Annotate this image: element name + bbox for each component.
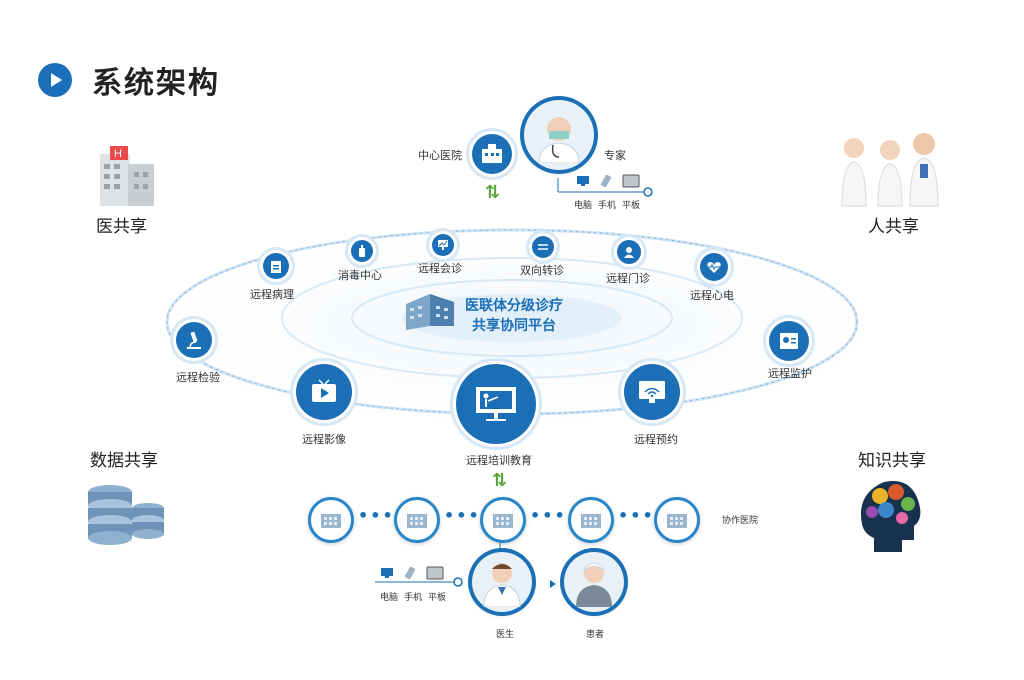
user-icon	[624, 247, 634, 258]
device-label-tablet: 平板	[428, 593, 447, 603]
doctor-icon	[538, 117, 580, 163]
pathology-node[interactable]	[263, 253, 289, 279]
hospital-icon	[482, 144, 502, 163]
medical-staff-icon	[841, 133, 939, 207]
device-label-phone: 手机	[598, 201, 617, 211]
monitor-chart-icon	[438, 240, 448, 250]
id-card-icon	[780, 333, 798, 349]
expert-avatar[interactable]	[524, 100, 594, 170]
computer-icon	[381, 568, 393, 578]
clipboard-icon	[271, 261, 281, 273]
label-partner-hospital: 协作医院	[722, 516, 759, 526]
label-imaging: 远程影像	[302, 433, 346, 446]
consultation-node[interactable]	[432, 234, 454, 256]
appointment-node[interactable]	[624, 364, 680, 420]
device-label-computer: 电脑	[380, 593, 399, 603]
doctor-avatar[interactable]	[472, 552, 532, 612]
bottom-device-labels: 电脑 手机 平板	[380, 590, 446, 603]
section-header: 系统架构	[38, 58, 220, 102]
label-patient: 患者	[586, 630, 605, 640]
building-icon	[493, 514, 513, 528]
sync-arrows-bottom-icon: ⇅	[492, 470, 508, 491]
phone-icon	[600, 175, 612, 187]
svg-text:H: H	[114, 148, 122, 160]
device-label-tablet: 平板	[622, 201, 641, 211]
partner-hospital-3[interactable]	[480, 497, 526, 543]
connector-dots: •••	[358, 506, 395, 525]
computer-icon	[577, 176, 589, 186]
brain-head-icon	[860, 481, 921, 552]
swap-arrows-icon	[538, 244, 548, 250]
imaging-node[interactable]	[296, 364, 352, 420]
lab-node[interactable]	[176, 322, 212, 358]
label-outpatient: 远程门诊	[606, 272, 650, 285]
phone-icon	[404, 567, 416, 579]
microscope-icon	[187, 331, 201, 349]
label-consultation: 远程会诊	[418, 262, 462, 275]
label-expert: 专家	[604, 149, 626, 162]
disinfection-node[interactable]	[351, 240, 373, 262]
wifi-monitor-icon	[639, 381, 665, 403]
training-node[interactable]	[456, 364, 536, 444]
label-appointment: 远程预约	[634, 433, 678, 446]
partner-hospital-2[interactable]	[394, 497, 440, 543]
partner-hospital-5[interactable]	[654, 497, 700, 543]
patient-avatar[interactable]	[564, 552, 624, 612]
platform-title-line2: 共享协同平台	[472, 318, 556, 334]
page-title: 系统架构	[92, 66, 220, 101]
connector-dots: •••	[444, 506, 481, 525]
device-label-phone: 手机	[404, 593, 423, 603]
bottom-device-icons	[380, 566, 444, 580]
label-monitoring: 远程监护	[768, 367, 812, 380]
ecg-node[interactable]	[700, 253, 728, 281]
label-data-share: 数据共享	[90, 451, 158, 471]
play-icon	[38, 63, 72, 97]
referral-node[interactable]	[532, 236, 554, 258]
label-medical-share: 医共享	[96, 217, 147, 237]
connector-dots: •••	[618, 506, 655, 525]
top-device-labels: 电脑 手机 平板	[574, 198, 640, 211]
label-knowledge-share: 知识共享	[858, 451, 926, 471]
label-people-share: 人共享	[868, 217, 919, 237]
platform-title-line1: 医联体分级诊疗	[465, 298, 563, 314]
partner-hospital-1[interactable]	[308, 497, 354, 543]
outpatient-node[interactable]	[617, 240, 641, 264]
label-pathology: 远程病理	[250, 288, 294, 301]
tablet-icon	[622, 174, 640, 188]
patient-icon	[576, 562, 612, 607]
label-disinfection: 消毒中心	[338, 269, 382, 282]
building-icon	[321, 514, 341, 528]
building-icon	[667, 514, 687, 528]
heart-pulse-icon	[707, 262, 721, 273]
label-central-hospital: 中心医院	[418, 149, 462, 162]
label-referral: 双向转诊	[520, 264, 564, 277]
device-label-computer: 电脑	[574, 201, 593, 211]
monitoring-node[interactable]	[769, 321, 809, 361]
label-lab: 远程检验	[176, 371, 220, 384]
hospital-building-icon: H	[100, 146, 154, 206]
partner-hospital-4[interactable]	[568, 497, 614, 543]
building-icon	[407, 514, 427, 528]
tv-play-icon	[312, 379, 336, 402]
label-doctor: 医生	[496, 630, 515, 640]
central-hospital-node[interactable]	[472, 134, 512, 174]
presentation-screen-icon	[476, 387, 516, 421]
disinfectant-bottle-icon	[359, 245, 365, 257]
database-icon	[88, 485, 164, 545]
doctor-icon	[483, 563, 521, 607]
platform-building-icon	[406, 294, 454, 330]
label-ecg: 远程心电	[690, 289, 734, 302]
platform-title: 医联体分级诊疗 共享协同平台	[456, 296, 572, 336]
building-icon	[581, 514, 601, 528]
top-device-icons	[576, 174, 640, 188]
connector-dots: •••	[530, 506, 567, 525]
sync-arrows-icon: ⇅	[485, 182, 501, 203]
label-training: 远程培训教育	[466, 454, 532, 467]
tablet-icon	[426, 566, 444, 580]
